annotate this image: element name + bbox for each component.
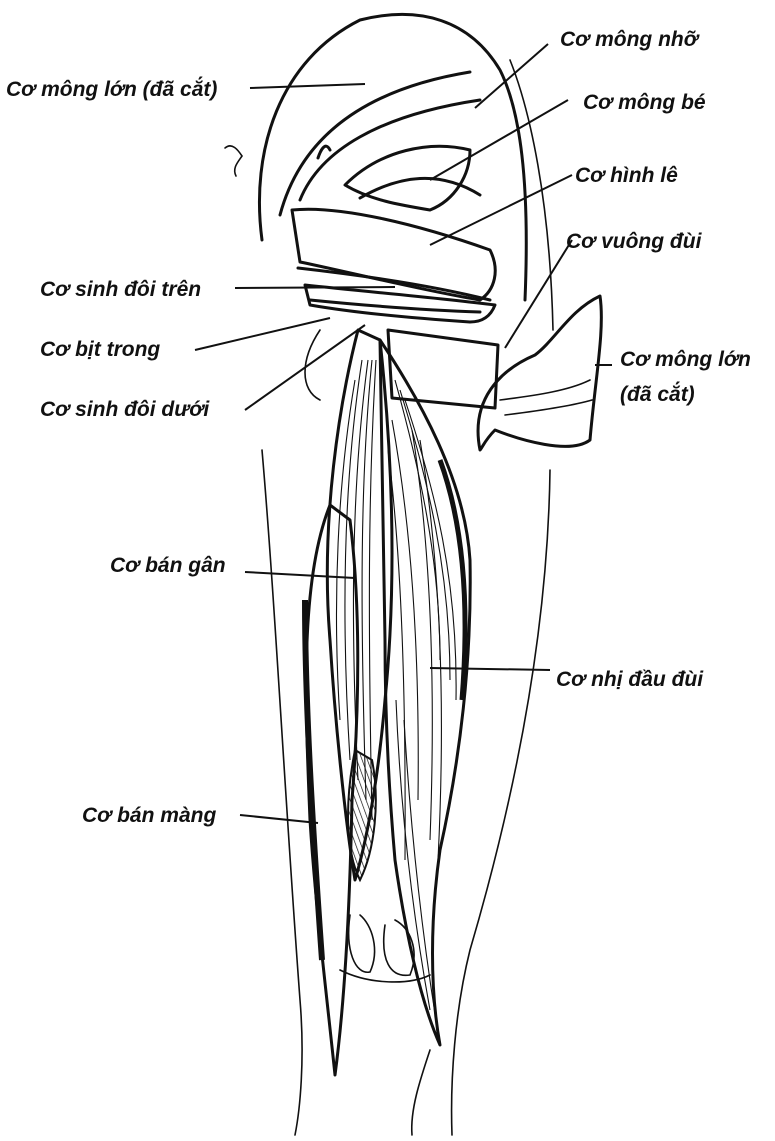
label-gluteus-max-cut-left: Cơ mông lớn (đã cắt) xyxy=(6,78,217,101)
thigh-outline xyxy=(262,60,553,1135)
label-obturator-internus: Cơ bịt trong xyxy=(40,338,160,361)
label-gemellus-superior: Cơ sinh đôi trên xyxy=(40,278,201,301)
label-piriformis: Cơ hình lê xyxy=(575,164,678,187)
label-gluteus-max-cut-right-2: (đã cắt) xyxy=(620,383,695,406)
gluteal-region xyxy=(225,14,526,322)
label-gluteus-min: Cơ mông nhỡ xyxy=(560,28,700,51)
label-gemellus-inferior: Cơ sinh đôi dưới xyxy=(40,398,210,421)
quadratus-femoris xyxy=(388,330,498,408)
label-gluteus-small: Cơ mông bé xyxy=(583,91,706,114)
label-gluteus-max-cut-right-1: Cơ mông lớn xyxy=(620,348,751,371)
label-semitendinosus: Cơ bán gân xyxy=(110,554,226,577)
label-quadratus-femoris: Cơ vuông đùi xyxy=(566,230,703,253)
label-semimembranosus: Cơ bán màng xyxy=(82,804,216,827)
label-biceps-femoris: Cơ nhị đầu đùi xyxy=(556,668,704,691)
labels: Cơ mông lớn (đã cắt) Cơ mông nhỡ Cơ mông… xyxy=(6,28,751,827)
